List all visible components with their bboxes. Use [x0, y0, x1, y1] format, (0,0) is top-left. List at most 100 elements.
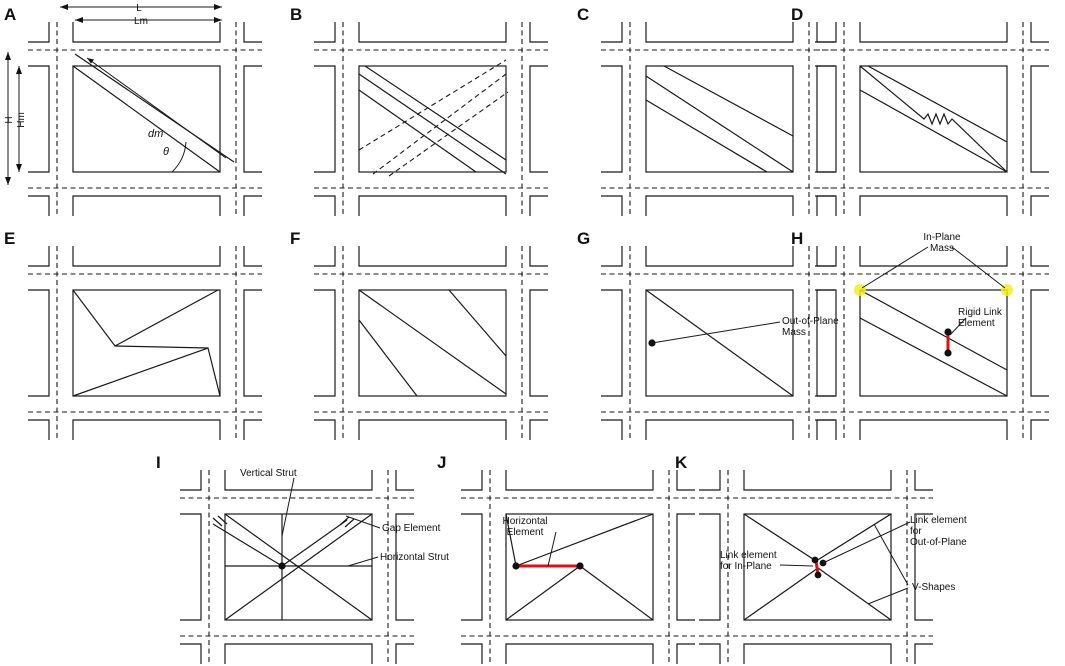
adjacent-panel-edge	[358, 419, 507, 440]
panel-label-D: D	[791, 5, 803, 24]
adjacent-panel-edge	[505, 470, 654, 491]
infill-panel	[358, 289, 507, 397]
node-dot	[811, 556, 819, 564]
infill-panel	[358, 65, 507, 173]
in-plane-link-label: for In-Plane	[720, 561, 772, 572]
panel-label-F: F	[290, 229, 300, 248]
adjacent-panel-edge	[816, 65, 835, 173]
gap-element-mark	[339, 516, 350, 526]
node-dot	[944, 328, 952, 336]
adjacent-panel-edge	[1030, 195, 1049, 216]
adjacent-panel-edge	[815, 195, 837, 216]
node-dot	[944, 349, 952, 357]
adjacent-panel-edge	[358, 22, 507, 43]
adjacent-panel-edge	[461, 643, 483, 664]
adjacent-panel-edge	[676, 470, 695, 491]
strut-line	[358, 319, 418, 397]
infill-panel	[72, 289, 221, 397]
panel-label-G: G	[577, 229, 590, 248]
node-dot	[512, 562, 520, 570]
adjacent-panel-edge	[676, 643, 695, 664]
spring-strut	[859, 65, 1008, 173]
strut-line	[358, 89, 477, 173]
panel-label-J: J	[437, 453, 446, 472]
adjacent-panel-edge	[529, 419, 548, 440]
infill-panel	[743, 513, 892, 621]
strut-line	[505, 513, 517, 567]
strut-length-label: dm	[148, 128, 163, 140]
adjacent-panel-edge	[601, 289, 623, 397]
adjacent-panel-edge	[72, 22, 221, 43]
adjacent-panel-edge	[914, 513, 933, 621]
leader-line	[779, 564, 814, 567]
adjacent-panel-edge	[645, 195, 794, 216]
in-plane-mass-label: Mass	[930, 243, 954, 254]
adjacent-panel-edge	[395, 513, 414, 621]
strut-line	[645, 289, 794, 397]
adjacent-panel-edge	[72, 246, 221, 267]
adjacent-panel-edge	[243, 195, 262, 216]
panel-label-H: H	[791, 229, 803, 248]
leader-line	[547, 531, 557, 567]
adjacent-panel-edge	[505, 643, 654, 664]
adjacent-panel-edge	[859, 22, 1008, 43]
strut-line	[515, 513, 654, 567]
opposite-strut	[388, 91, 509, 177]
adjacent-panel-edge	[601, 246, 623, 267]
adjacent-panel-edge	[529, 22, 548, 43]
node-dot	[814, 571, 822, 579]
adjacent-panel-edge	[243, 419, 262, 440]
adjacent-panel-edge	[358, 195, 507, 216]
strut-line	[663, 65, 794, 137]
adjacent-panel-edge	[699, 470, 721, 491]
infill-panel	[645, 289, 794, 397]
panel-label-A: A	[4, 5, 16, 24]
gap-element-mark	[217, 515, 228, 525]
adjacent-panel-edge	[28, 289, 50, 397]
strut-line	[358, 73, 507, 175]
in-plane-mass-label: In-Plane	[923, 232, 961, 243]
angle-label: θ	[163, 146, 169, 158]
gap-element-mark	[344, 518, 355, 528]
adjacent-panel-edge	[601, 419, 623, 440]
opposite-strut	[358, 59, 507, 151]
adjacent-panel-edge	[28, 195, 50, 216]
horizontal-element-label: Horizontal	[502, 516, 547, 527]
adjacent-panel-edge	[395, 643, 414, 664]
adjacent-panel-edge	[72, 419, 221, 440]
panel-label-C: C	[577, 5, 589, 24]
strut-line	[448, 289, 507, 357]
adjacent-panel-edge	[1030, 246, 1049, 267]
panel-label-E: E	[4, 229, 15, 248]
strut-line	[212, 523, 283, 567]
adjacent-panel-edge	[314, 419, 336, 440]
strut-line	[859, 317, 1008, 397]
adjacent-panel-edge	[72, 195, 221, 216]
strut-line	[859, 289, 1008, 371]
adjacent-panel-edge	[314, 246, 336, 267]
adjacent-panel-edge	[743, 470, 892, 491]
panel-D: D	[791, 5, 1049, 216]
adjacent-panel-edge	[859, 419, 1008, 440]
height-label: H	[4, 116, 15, 123]
adjacent-panel-edge	[601, 65, 623, 173]
adjacent-panel-edge	[243, 22, 262, 43]
adjacent-panel-edge	[816, 289, 835, 397]
horizontal-strut-label: Horizontal Strut	[380, 552, 449, 563]
diagonal-strut-edge	[74, 53, 235, 163]
leader-line	[867, 587, 909, 605]
out-of-plane-link-label: for	[910, 526, 922, 537]
adjacent-panel-edge	[815, 419, 837, 440]
adjacent-panel-edge	[815, 65, 837, 173]
adjacent-panel-edge	[224, 470, 373, 491]
adjacent-panel-edge	[1030, 419, 1049, 440]
strut-length-arrow	[86, 57, 227, 159]
strut-line	[505, 565, 581, 621]
strut-line	[579, 565, 654, 621]
infill-panel	[224, 513, 373, 621]
adjacent-panel-edge	[815, 289, 837, 397]
panel-label-B: B	[290, 5, 302, 24]
adjacent-panel-edge	[180, 470, 202, 491]
